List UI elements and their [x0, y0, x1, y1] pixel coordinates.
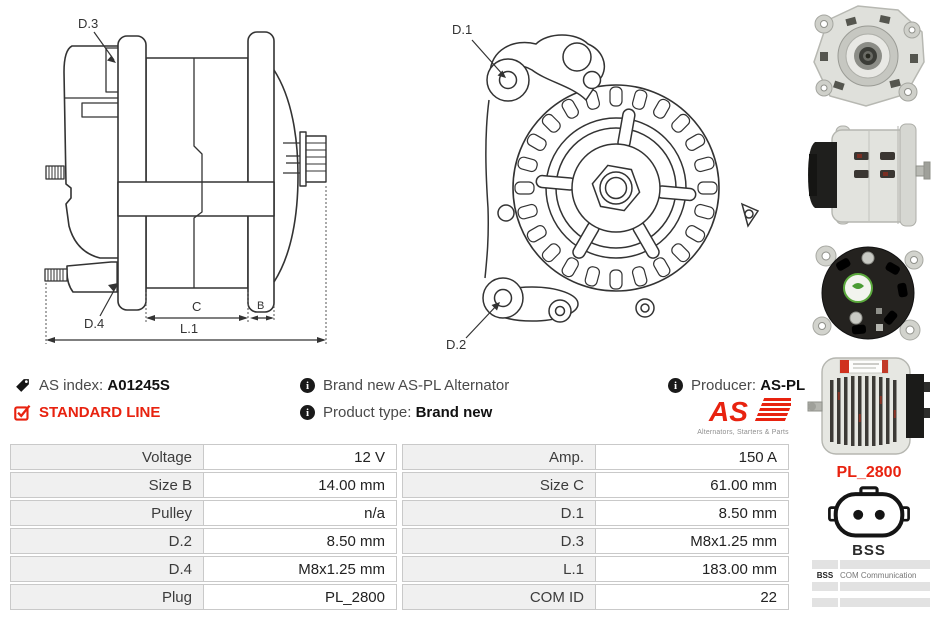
- dim-label-c: C: [192, 299, 201, 314]
- spec-value: 183.00 mm: [595, 556, 789, 582]
- com-communication-table: BSS COM Communication: [812, 560, 930, 609]
- spec-label: D.3: [402, 528, 595, 554]
- spec-row: Plug PL_2800 COM ID 22: [10, 584, 790, 610]
- as-pl-logo-mark: AS: [708, 396, 795, 427]
- checkbox-checked-icon: [14, 404, 31, 421]
- com-row-bss: BSS COM Communication: [812, 571, 930, 580]
- dim-label-b: B: [257, 300, 264, 312]
- spec-value: 150 A: [595, 444, 789, 470]
- side-view-drawing: D.3 D.4 C B L.1: [44, 16, 327, 344]
- dim-label-d4: D.4: [84, 316, 104, 331]
- spec-label: Amp.: [402, 444, 595, 470]
- spec-row: Size B 14.00 mm Size C 61.00 mm: [10, 472, 790, 498]
- spec-label: D.1: [402, 500, 595, 526]
- standard-line-label: STANDARD LINE: [39, 404, 161, 421]
- plug-type-label: BSS: [852, 542, 886, 559]
- spec-value: M8x1.25 mm: [203, 556, 397, 582]
- com-row-empty: [812, 598, 930, 607]
- spec-value: M8x1.25 mm: [595, 528, 789, 554]
- product-photo-side-view[interactable]: [806, 114, 932, 236]
- spec-label: Pulley: [10, 500, 203, 526]
- dim-label-d3: D.3: [78, 16, 98, 31]
- as-index-line: AS index: A01245S: [14, 377, 170, 394]
- com-code: BSS: [816, 571, 834, 580]
- tag-icon: [16, 379, 29, 392]
- spec-label: D.4: [10, 556, 203, 582]
- brand-new-line: i Brand new AS-PL Alternator: [300, 377, 509, 394]
- spec-label: Size C: [402, 472, 595, 498]
- svg-text:AS: AS: [708, 396, 748, 426]
- spec-value: 14.00 mm: [203, 472, 397, 498]
- logo-tagline: Alternators, Starters & Parts: [697, 429, 789, 436]
- spec-value: 22: [595, 584, 789, 610]
- spec-label: Plug: [10, 584, 203, 610]
- info-icon: i: [668, 378, 683, 393]
- spec-value: 12 V: [203, 444, 397, 470]
- spec-row: Voltage 12 V Amp. 150 A: [10, 444, 790, 470]
- product-photo-rear-view[interactable]: [806, 238, 932, 350]
- product-photo-side-vent-view[interactable]: [806, 352, 932, 460]
- spec-value: n/a: [203, 500, 397, 526]
- product-type-text: Product type: Brand new: [323, 404, 493, 421]
- spec-label: D.2: [10, 528, 203, 554]
- dim-label-l1: L.1: [180, 321, 198, 336]
- product-type-line: i Product type: Brand new: [300, 404, 492, 421]
- dim-label-d1: D.1: [452, 22, 472, 37]
- spec-value: PL_2800: [203, 584, 397, 610]
- spec-label: L.1: [402, 556, 595, 582]
- info-icon: i: [300, 405, 315, 420]
- spec-label: COM ID: [402, 584, 595, 610]
- spec-table: Voltage 12 V Amp. 150 A Size B 14.00 mm …: [10, 444, 790, 612]
- product-photo-front-view[interactable]: [806, 0, 932, 112]
- as-pl-logo: AS Alternators, Starters & Parts: [692, 396, 795, 436]
- spec-value: 8.50 mm: [203, 528, 397, 554]
- as-index-text: AS index: A01245S: [39, 377, 170, 394]
- spec-row: Pulley n/a D.1 8.50 mm: [10, 500, 790, 526]
- plug-connector-icon: [828, 486, 910, 538]
- spec-row: D.4 M8x1.25 mm L.1 183.00 mm: [10, 556, 790, 582]
- dim-label-d2: D.2: [446, 337, 466, 352]
- spec-label: Size B: [10, 472, 203, 498]
- info-icon: i: [300, 378, 315, 393]
- spec-value: 8.50 mm: [595, 500, 789, 526]
- front-view-drawing: D.1 D.2: [446, 22, 760, 352]
- standard-line-badge: STANDARD LINE: [14, 404, 160, 421]
- producer-line: i Producer: AS-PL: [668, 377, 805, 394]
- spec-value: 61.00 mm: [595, 472, 789, 498]
- producer-text: Producer: AS-PL: [691, 377, 806, 394]
- spec-row: D.2 8.50 mm D.3 M8x1.25 mm: [10, 528, 790, 554]
- spec-label: Voltage: [10, 444, 203, 470]
- com-description: COM Communication: [840, 571, 917, 580]
- brand-new-text: Brand new AS-PL Alternator: [323, 377, 510, 394]
- plug-name: PL_2800: [836, 464, 902, 481]
- com-row-empty: [812, 582, 930, 591]
- com-row-empty: [812, 560, 930, 569]
